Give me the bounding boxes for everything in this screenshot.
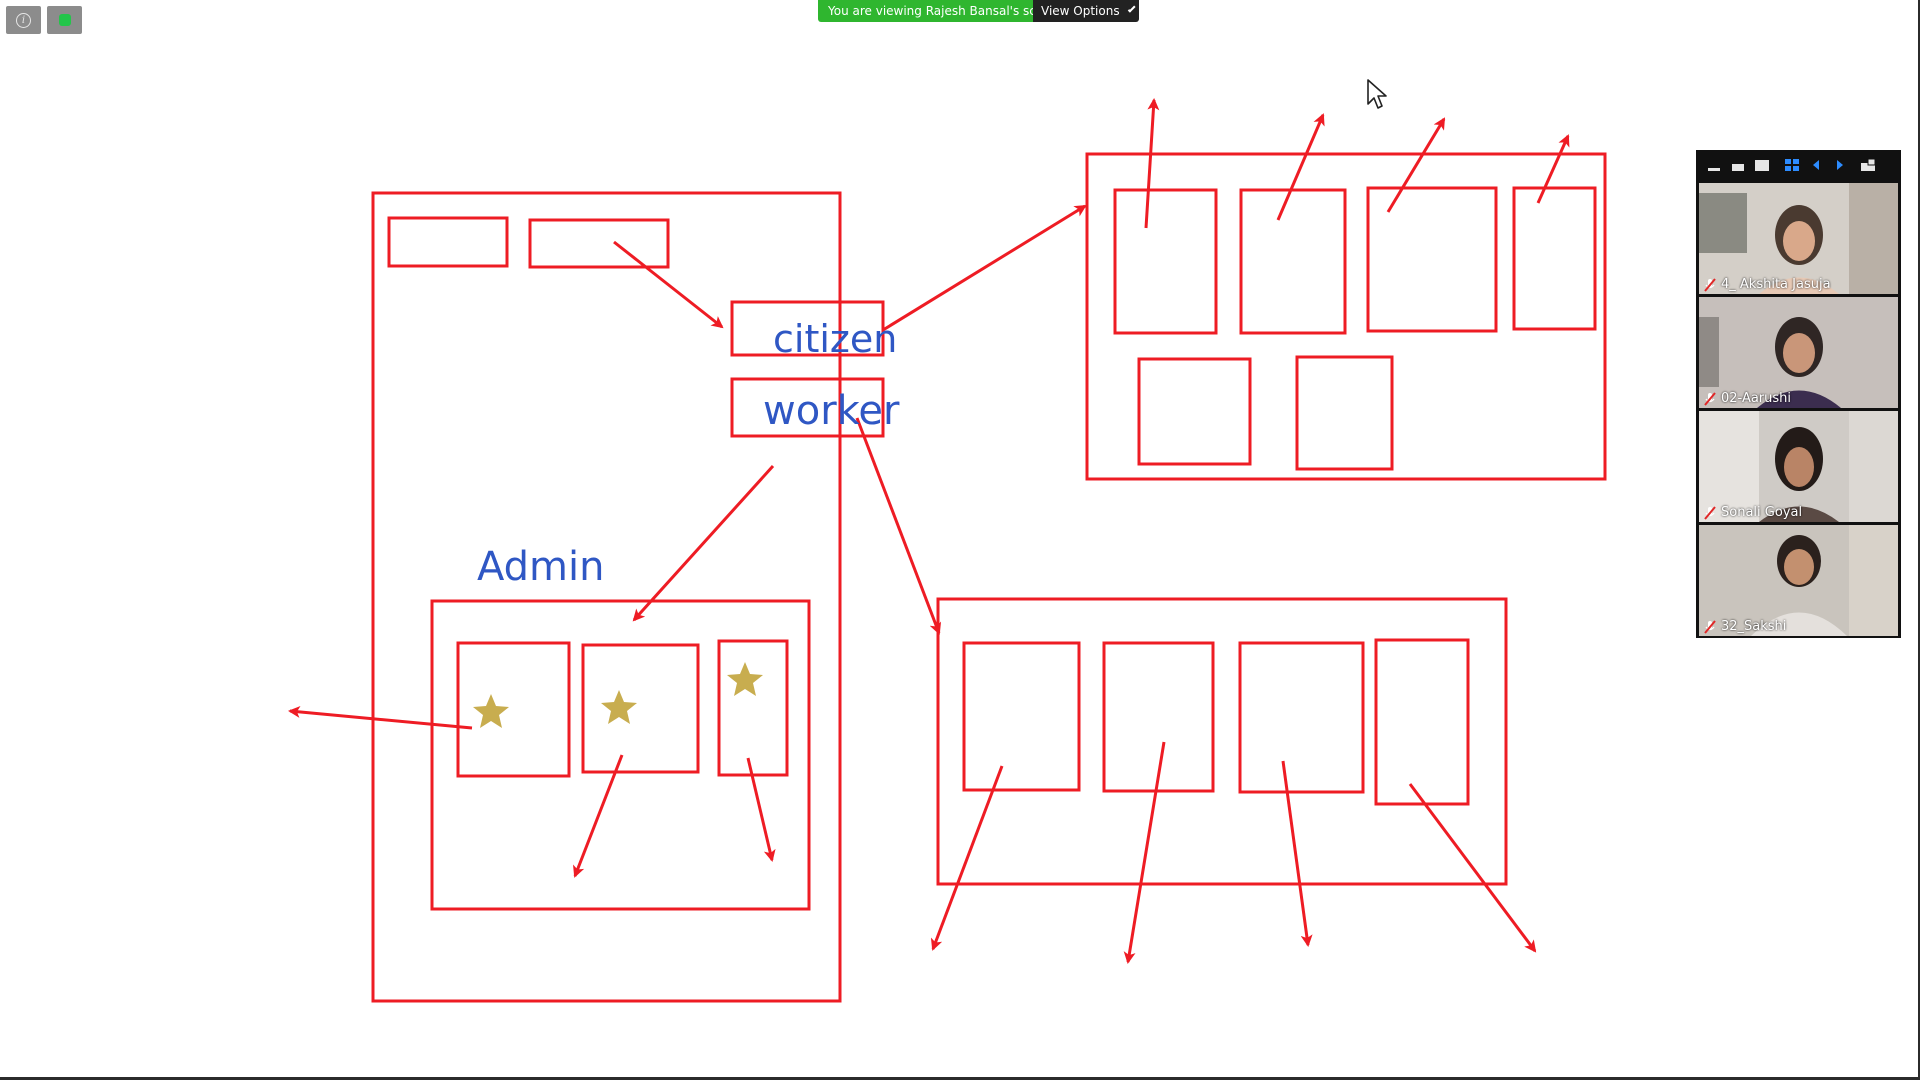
star-icon [473,694,509,728]
shield-icon [58,14,71,26]
participant-name: 02-Aarushi [1721,391,1792,406]
citizen-item-2 [1239,188,1347,335]
participant-name: 4_ Akshita Jasuja [1721,277,1831,292]
participant-name: Sonali Goyal [1721,505,1803,520]
arrow-down-3 [1281,760,1313,947]
arrow-header-to-citizen [613,240,724,329]
worker-page-frame [936,597,1508,886]
prev-page-button[interactable] [1805,154,1827,176]
speaker-view-button[interactable] [1751,154,1773,176]
view-options-label: View Options [1041,4,1120,18]
header-box-2 [528,218,670,269]
participant-video [1699,411,1898,522]
arrow-up-2 [1276,113,1325,221]
participant-video [1699,297,1898,408]
pointer-cursor-icon [1367,79,1387,109]
worker-item-2 [1102,641,1215,793]
participant-tile[interactable]: 02-Aarushi [1699,297,1898,408]
gallery-view-icon [1785,159,1799,171]
exit-fullscreen-icon [1861,159,1875,171]
arrow-worker-to-admin [632,464,775,622]
arrow-up-3 [1386,117,1446,213]
admin-label: Admin [477,544,604,590]
gallery-view-button[interactable] [1781,154,1803,176]
arrow-up-1 [1144,98,1160,229]
admin-item-1 [456,641,571,778]
participant-name-tag: Sonali Goyal [1703,505,1802,520]
arrow-worker-to-page [855,417,942,635]
screen-share-banner: You are viewing Rajesh Bansal's screen V… [818,0,1139,22]
hide-video-button[interactable] [1727,154,1749,176]
worker-item-3 [1238,641,1365,794]
minimize-icon [1708,167,1720,171]
participant-name: 32_Sakshi [1721,619,1787,634]
gallery-toolbar [1699,150,1898,180]
admin-item-3 [717,639,789,777]
prev-page-icon [1813,160,1819,170]
admin-box [430,599,811,911]
worker-item-4 [1374,638,1470,806]
citizen-page-frame [1085,152,1607,481]
citizen-item-3 [1366,186,1498,333]
arrow-admin-down-1 [573,754,624,878]
viewing-screen-label: You are viewing Rajesh Bansal's screen [818,0,1063,22]
participant-video [1699,525,1898,636]
arrow-admin-down-2 [746,757,776,862]
participant-gallery-panel: 4_ Akshita Jasuja 02-Aarushi [1696,150,1901,638]
participant-tile[interactable]: 32_Sakshi [1699,525,1898,636]
header-box-1 [387,216,509,268]
arrow-citizen-to-page [882,204,1087,332]
participant-name-tag: 4_ Akshita Jasuja [1703,277,1831,292]
encryption-status-button[interactable] [47,6,82,34]
worker-item-1 [962,641,1081,792]
mic-muted-icon [1704,277,1716,292]
next-page-icon [1837,160,1843,170]
next-page-button[interactable] [1829,154,1851,176]
window-border-bottom [0,1077,1920,1080]
participant-name-tag: 32_Sakshi [1703,619,1786,634]
speaker-view-icon [1755,159,1769,171]
citizen-item-6 [1295,355,1394,471]
participant-name-tag: 02-Aarushi [1703,391,1791,406]
arrow-down-1 [930,765,1004,951]
mic-muted-icon [1704,505,1716,520]
star-icon [727,662,763,696]
arrow-up-4 [1536,134,1570,204]
hide-video-icon [1732,163,1744,171]
meeting-info-button[interactable]: i [6,6,41,34]
participant-video [1699,183,1898,294]
star-icon [601,690,637,724]
arrow-admin-left [288,705,473,730]
page-frame [371,191,842,1003]
window-border-right [1918,0,1920,1080]
worker-label: worker [763,388,900,434]
arrow-down-2 [1123,741,1166,964]
worker-box [730,377,885,438]
citizen-label: citizen [773,317,897,361]
mic-muted-icon [1704,619,1716,634]
participant-tile[interactable]: Sonali Goyal [1699,411,1898,522]
minimize-button[interactable] [1703,154,1725,176]
arrow-down-4 [1408,783,1537,953]
admin-item-2 [581,643,700,774]
citizen-item-1 [1113,188,1218,335]
mic-muted-icon [1704,391,1716,406]
exit-fullscreen-button[interactable] [1857,154,1879,176]
info-icon: i [16,12,31,28]
citizen-item-4 [1512,186,1597,331]
view-options-button[interactable]: View Options [1033,0,1139,22]
citizen-item-5 [1137,357,1252,466]
participant-tile[interactable]: 4_ Akshita Jasuja [1699,183,1898,294]
